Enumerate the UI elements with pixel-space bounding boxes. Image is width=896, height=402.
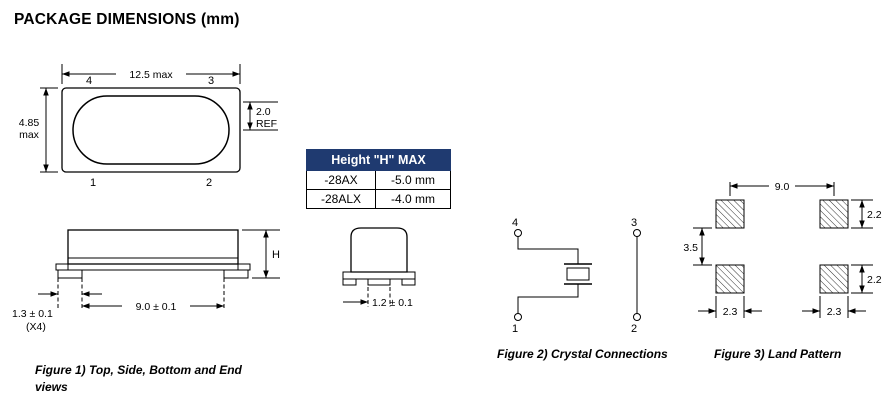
top-view-height-dimension-lines: [40, 87, 58, 173]
side-view-package-outline: [55, 229, 251, 279]
top-view-pin4-label: 4: [86, 75, 92, 87]
figure1-caption-line1: Figure 1) Top, Side, Bottom and End: [35, 363, 242, 377]
side-view-height-label: H: [272, 249, 280, 261]
figure3-caption: Figure 3) Land Pattern: [714, 347, 842, 361]
figure2-caption: Figure 2) Crystal Connections: [497, 347, 668, 361]
pad-width-left-dimension-lines: [698, 296, 762, 318]
figure1-side-view-drawing: H 9.0 ± 0.1 1.3 ± 0.1 (X4): [12, 229, 280, 333]
top-view-height-dim-unit: max: [19, 129, 40, 141]
pitch-dimension-lines: [729, 182, 835, 196]
connection-wires: [517, 236, 638, 314]
pad-height-top-label: 2.2: [867, 209, 882, 221]
top-view-ref-dim-value: 2.0: [256, 106, 271, 118]
table-cell-value: -5.0 mm: [375, 170, 451, 190]
pad-height-bottom-label: 2.2: [867, 274, 882, 286]
end-view-pad-dim-label: 1.2 ± 0.1: [372, 297, 413, 309]
pad-width-right-label: 2.3: [827, 306, 842, 318]
top-view-height-dim-value: 4.85: [19, 117, 40, 129]
top-view-ref-dim-unit: REF: [256, 118, 277, 130]
figure3-land-pattern-drawing: 9.0 2.2 2.2 3.5 2.3: [683, 181, 882, 318]
figure1-end-view-drawing: 1.2 ± 0.1: [342, 227, 416, 309]
top-view-width-dimension-lines: [61, 64, 241, 84]
pad-height-top-dimension-lines: [851, 199, 873, 229]
top-view-pin3-label: 3: [208, 75, 214, 87]
end-view-package-outline: [342, 227, 416, 286]
table-cell-part: -28ALX: [306, 189, 376, 209]
side-view-pad-dim-qty: (X4): [26, 321, 46, 333]
land-pattern-pads: [715, 199, 849, 294]
table-row: -28AX -5.0 mm: [306, 170, 451, 190]
schematic-pin2-label: 2: [631, 323, 637, 335]
side-view-pad-dim-label: 1.3 ± 0.1: [12, 308, 53, 320]
table-cell-part: -28AX: [306, 170, 376, 190]
height-table-header: Height "H" MAX: [306, 149, 451, 171]
vertical-gap-label: 3.5: [683, 242, 698, 254]
height-table: Height "H" MAX -28AX -5.0 mm -28ALX -4.0…: [306, 149, 451, 209]
table-cell-value: -4.0 mm: [375, 189, 451, 209]
top-view-package-outline: [61, 87, 241, 173]
pad-height-bottom-dimension-lines: [851, 264, 873, 294]
figure1-caption: Figure 1) Top, Side, Bottom and End view…: [35, 362, 275, 396]
side-view-H-dimension-lines: [242, 229, 280, 279]
top-view-pin1-label: 1: [90, 177, 96, 189]
schematic-pin3-label: 3: [631, 217, 637, 229]
schematic-pin1-label: 1: [512, 323, 518, 335]
side-view-width-dim-label: 9.0 ± 0.1: [136, 301, 177, 313]
end-view-extension-lines: [367, 287, 391, 307]
pad-width-left-label: 2.3: [723, 306, 738, 318]
crystal-symbol: [564, 263, 592, 285]
pin-terminal-circles: [514, 229, 641, 321]
figure1-top-view-drawing: 12.5 max 4.85 max 2.0 REF 4 3 1 2: [19, 64, 278, 189]
top-view-ref-dimension-lines: [243, 101, 278, 131]
figure2-crystal-connections-drawing: 4 3 1 2: [512, 217, 641, 335]
top-view-width-dim-label: 12.5 max: [129, 69, 173, 81]
land-pitch-dim-label: 9.0: [775, 181, 790, 193]
schematic-pin4-label: 4: [512, 217, 518, 229]
page-title: PACKAGE DIMENSIONS (mm): [14, 11, 240, 28]
top-view-pin2-label: 2: [206, 177, 212, 189]
figure1-caption-line2: views: [35, 379, 68, 394]
vertical-gap-dimension-lines: [693, 227, 712, 266]
pad-width-right-dimension-lines: [802, 296, 866, 318]
table-row: -28ALX -4.0 mm: [306, 189, 451, 209]
